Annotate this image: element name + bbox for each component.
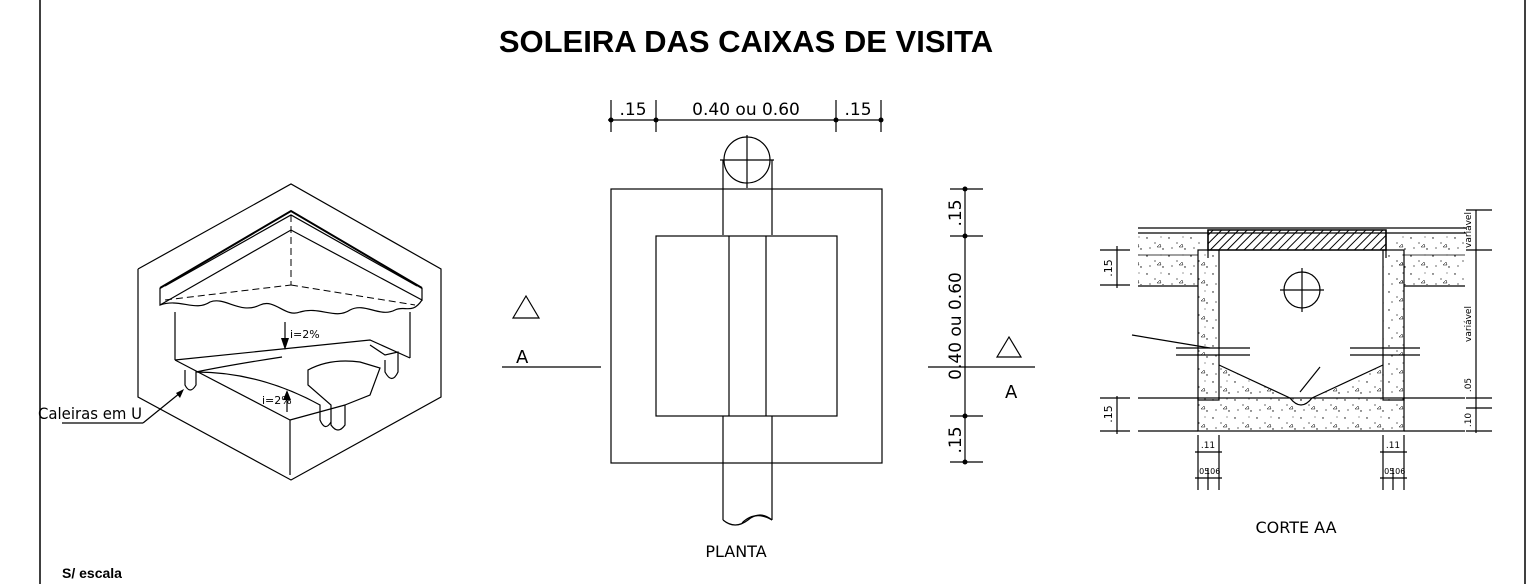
corte-dim-right-mid: variável xyxy=(1464,306,1474,342)
section-mark-right: A xyxy=(1005,382,1018,403)
corte-view: .15 .15 variável variável .05 .10 .11 .0… xyxy=(1100,209,1492,537)
vdim-mid: 0.40 ou 0.60 xyxy=(946,272,966,380)
corte-dim-bl-05: .05 xyxy=(1197,467,1210,476)
callout-caleiras: Caleiras em U xyxy=(38,404,142,423)
page-title: SOLEIRA DAS CAIXAS DE VISITA xyxy=(499,24,993,59)
corte-dim-right-top: variável xyxy=(1464,212,1474,248)
scale-note: S/ escala xyxy=(62,565,122,581)
section-mark-left: A xyxy=(516,347,529,368)
corte-dim-br-06: .06 xyxy=(1393,467,1406,476)
corte-dim-bl-11: .11 xyxy=(1201,441,1215,451)
corte-dim-right-05: .05 xyxy=(1464,378,1474,392)
vdim-bottom: .15 xyxy=(946,426,966,453)
planta-label: PLANTA xyxy=(705,542,766,561)
sheet-border xyxy=(39,0,1526,584)
isometric-view: i=2% i=2% Caleiras em U xyxy=(38,183,442,481)
corte-dim-bl-06: .06 xyxy=(1208,467,1221,476)
corte-dim-br-05: .05 xyxy=(1382,467,1395,476)
planta-view: .15 0.40 ou 0.60 .15 A A xyxy=(502,100,1035,561)
corte-dim-br-11: .11 xyxy=(1386,441,1400,451)
corte-dim-left-top: .15 xyxy=(1102,259,1115,277)
corte-dim-right-10: .10 xyxy=(1464,413,1474,428)
vdim-top: .15 xyxy=(946,199,966,226)
slope-label-bottom: i=2% xyxy=(262,394,292,407)
corte-label: CORTE AA xyxy=(1255,518,1336,537)
corte-dim-left-bottom: .15 xyxy=(1102,405,1115,423)
slope-label-top: i=2% xyxy=(290,328,320,341)
dim-top-left: .15 xyxy=(619,100,646,120)
dim-top-mid: 0.40 ou 0.60 xyxy=(692,100,800,120)
dim-top-right: .15 xyxy=(844,100,871,120)
